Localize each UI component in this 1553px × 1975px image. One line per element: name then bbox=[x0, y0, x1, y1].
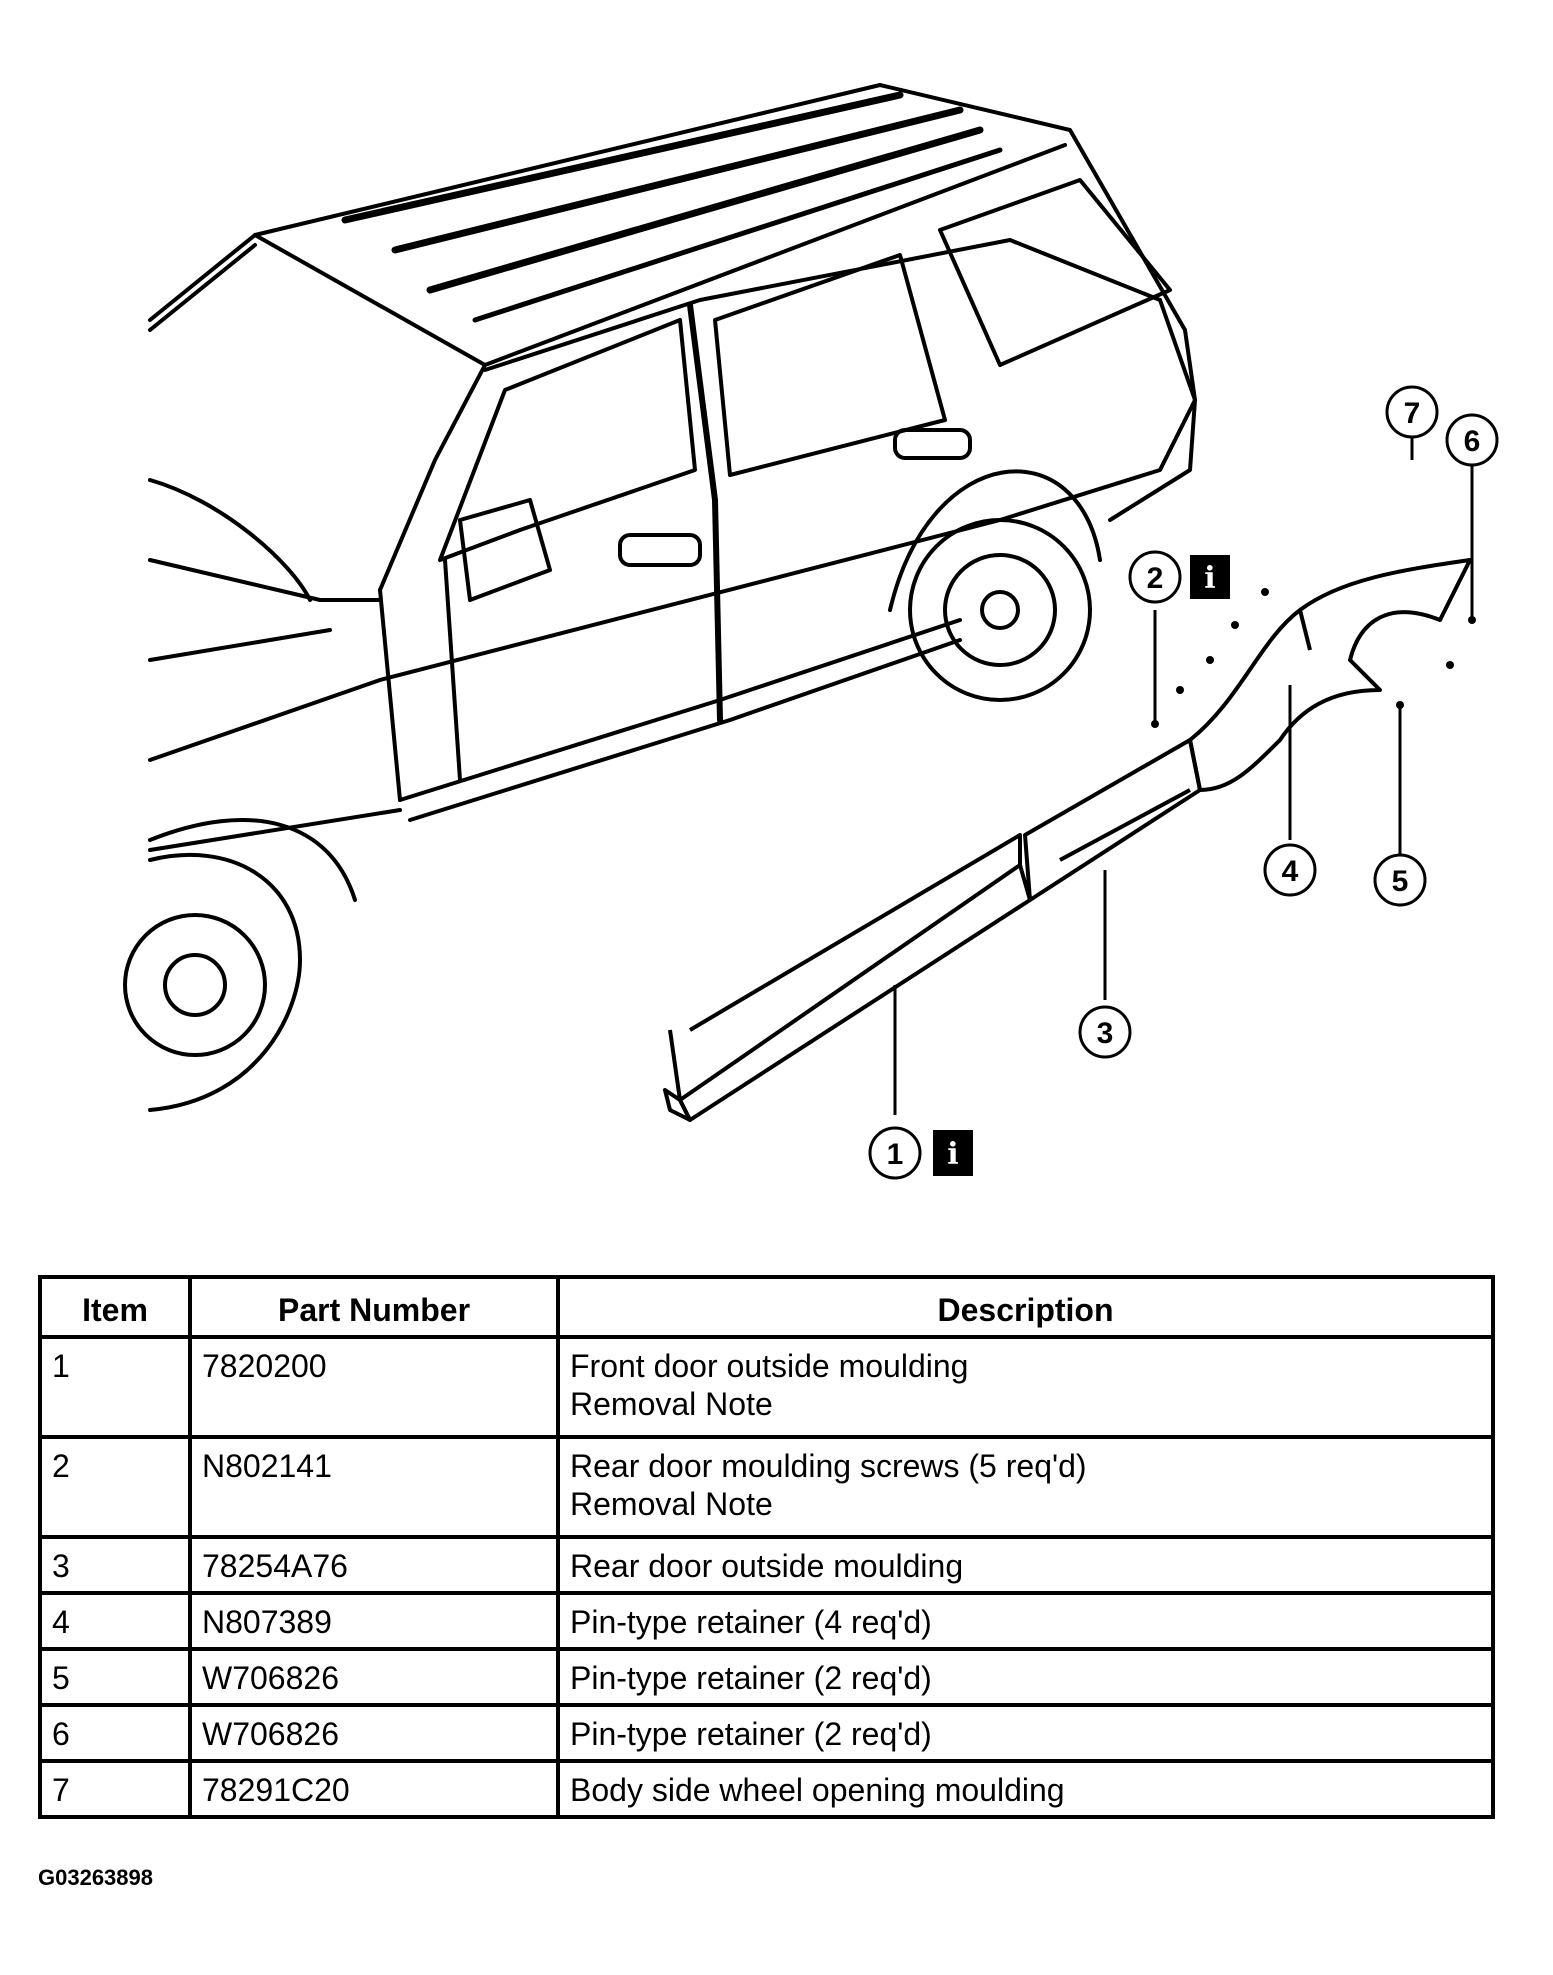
callout-1-label: 1 bbox=[887, 1138, 904, 1171]
cell-description: Rear door moulding screws (5 req'd) Remo… bbox=[556, 1435, 1495, 1539]
callout-7-label: 7 bbox=[1404, 397, 1421, 430]
cell-part-number: 78254A76 bbox=[188, 1535, 560, 1595]
callout-4: 4 bbox=[1263, 843, 1317, 897]
callout-6: 6 bbox=[1445, 413, 1499, 467]
header-part-number: Part Number bbox=[188, 1275, 560, 1339]
cell-item: 5 bbox=[38, 1647, 192, 1707]
rear-door-moulding bbox=[1023, 738, 1202, 902]
cell-description: Body side wheel opening moulding bbox=[556, 1759, 1495, 1819]
cell-part-number: N802141 bbox=[188, 1435, 560, 1539]
header-item: Item bbox=[38, 1275, 192, 1339]
callout-5: 5 bbox=[1373, 853, 1427, 907]
cell-part-number: 78291C20 bbox=[188, 1759, 560, 1819]
table-row: 3 78254A76 Rear door outside moulding bbox=[38, 1535, 1495, 1595]
info-icon-glyph: i bbox=[1204, 561, 1215, 596]
callout-7: 7 bbox=[1385, 385, 1439, 439]
cell-item: 1 bbox=[38, 1335, 192, 1439]
table-row: 4 N807389 Pin-type retainer (4 req'd) bbox=[38, 1591, 1495, 1651]
callout-3: 3 bbox=[1078, 1005, 1132, 1059]
front-door-moulding bbox=[663, 833, 1032, 1122]
cell-item: 3 bbox=[38, 1535, 192, 1595]
callout-2: 2 i bbox=[1128, 550, 1230, 604]
cell-item: 7 bbox=[38, 1759, 192, 1819]
cell-description: Pin-type retainer (2 req'd) bbox=[556, 1703, 1495, 1763]
description-line: Pin-type retainer (2 req'd) bbox=[570, 1660, 932, 1696]
description-line: Rear door moulding screws (5 req'd) bbox=[570, 1448, 1087, 1484]
cell-part-number: W706826 bbox=[188, 1647, 560, 1707]
table-header-row: Item Part Number Description bbox=[38, 1275, 1495, 1339]
cell-description: Pin-type retainer (4 req'd) bbox=[556, 1591, 1495, 1651]
table-row: 6 W706826 Pin-type retainer (2 req'd) bbox=[38, 1703, 1495, 1763]
removal-note-link[interactable]: Removal Note bbox=[570, 1486, 773, 1522]
description-line: Pin-type retainer (2 req'd) bbox=[570, 1716, 932, 1752]
header-description: Description bbox=[556, 1275, 1495, 1339]
suv-outline bbox=[123, 83, 1197, 1112]
callout-4-label: 4 bbox=[1282, 855, 1299, 888]
info-icon bbox=[1190, 555, 1230, 599]
callout-3-label: 3 bbox=[1097, 1017, 1114, 1050]
cell-part-number: W706826 bbox=[188, 1703, 560, 1763]
info-icon-glyph: i bbox=[947, 1137, 958, 1172]
table-row: 7 78291C20 Body side wheel opening mould… bbox=[38, 1759, 1495, 1819]
vehicle-illustration: 1 i 2 i 3 4 5 6 7 bbox=[123, 83, 1499, 1180]
cell-description: Rear door outside moulding bbox=[556, 1535, 1495, 1595]
cell-item: 4 bbox=[38, 1591, 192, 1651]
description-line: Pin-type retainer (4 req'd) bbox=[570, 1604, 932, 1640]
callout-5-label: 5 bbox=[1392, 865, 1409, 898]
cell-description: Front door outside moulding Removal Note bbox=[556, 1335, 1495, 1439]
table-row: 1 7820200 Front door outside moulding Re… bbox=[38, 1335, 1495, 1439]
parts-table-container: Item Part Number Description 1 7820200 F… bbox=[38, 1275, 1495, 1819]
cell-part-number: N807389 bbox=[188, 1591, 560, 1651]
leader-lines bbox=[893, 435, 1474, 1115]
description-line: Front door outside moulding bbox=[570, 1348, 969, 1384]
fastener-dots bbox=[1151, 588, 1476, 728]
figure-id: G03263898 bbox=[38, 1865, 153, 1890]
callout-1: 1 i bbox=[868, 1126, 973, 1180]
cell-item: 2 bbox=[38, 1435, 192, 1539]
cell-description: Pin-type retainer (2 req'd) bbox=[556, 1647, 1495, 1707]
callout-2-label: 2 bbox=[1147, 562, 1164, 595]
cell-item: 6 bbox=[38, 1703, 192, 1763]
table-row: 5 W706826 Pin-type retainer (2 req'd) bbox=[38, 1647, 1495, 1707]
callout-6-label: 6 bbox=[1464, 425, 1481, 458]
description-line: Body side wheel opening moulding bbox=[570, 1772, 1065, 1808]
cell-part-number: 7820200 bbox=[188, 1335, 560, 1439]
removal-note-link[interactable]: Removal Note bbox=[570, 1386, 773, 1422]
table-row: 2 N802141 Rear door moulding screws (5 r… bbox=[38, 1435, 1495, 1539]
info-icon bbox=[933, 1130, 973, 1176]
exploded-view-diagram: 1 i 2 i 3 4 5 6 7 bbox=[123, 83, 1499, 1180]
parts-table: Item Part Number Description 1 7820200 F… bbox=[38, 1275, 1495, 1819]
wheel-opening-moulding bbox=[1188, 558, 1472, 792]
description-line: Rear door outside moulding bbox=[570, 1548, 964, 1584]
